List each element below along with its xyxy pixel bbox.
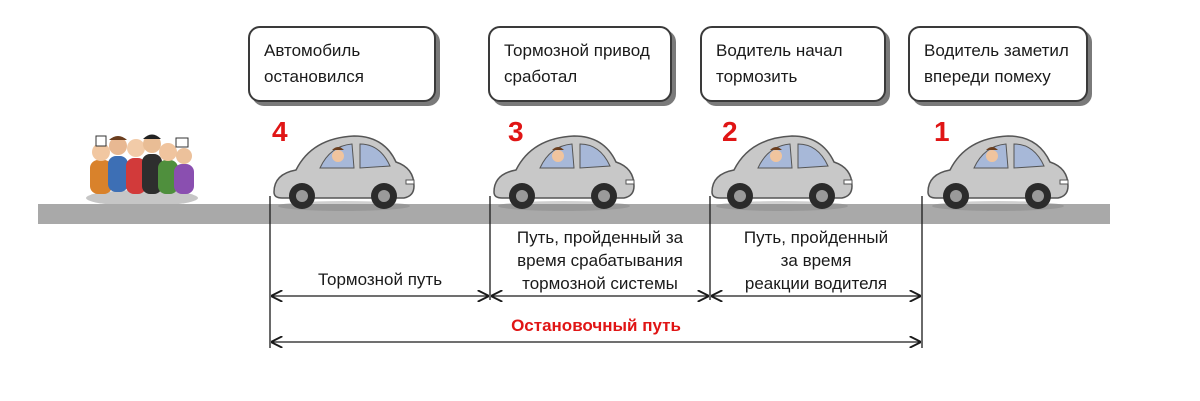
pedestrian-crowd-icon	[86, 134, 198, 206]
stage-1-box: Водитель заметил впереди помеху	[908, 26, 1088, 102]
car-icon	[493, 135, 635, 211]
stage-4-number: 4	[272, 116, 288, 147]
car-icon	[273, 135, 415, 211]
stage-2-box: Водитель начал тормозить	[700, 26, 886, 102]
stage-3-box: Тормозной привод сработал	[488, 26, 672, 102]
road	[38, 204, 1110, 224]
system-response-label: Путь, пройденный за время срабатывания т…	[516, 228, 684, 293]
car-icon	[711, 135, 853, 211]
braking-distance-label: Тормозной путь	[317, 270, 443, 289]
stage-1-number: 1	[934, 116, 950, 147]
stopping-distance-label: Остановочный путь	[511, 316, 681, 335]
car-icon	[927, 135, 1069, 211]
reaction-distance-label: Путь, пройденный за время реакции водите…	[743, 228, 889, 293]
stage-4-box: Автомобиль остановился	[248, 26, 436, 102]
stage-2-number: 2	[722, 116, 738, 147]
stage-3-number: 3	[508, 116, 524, 147]
